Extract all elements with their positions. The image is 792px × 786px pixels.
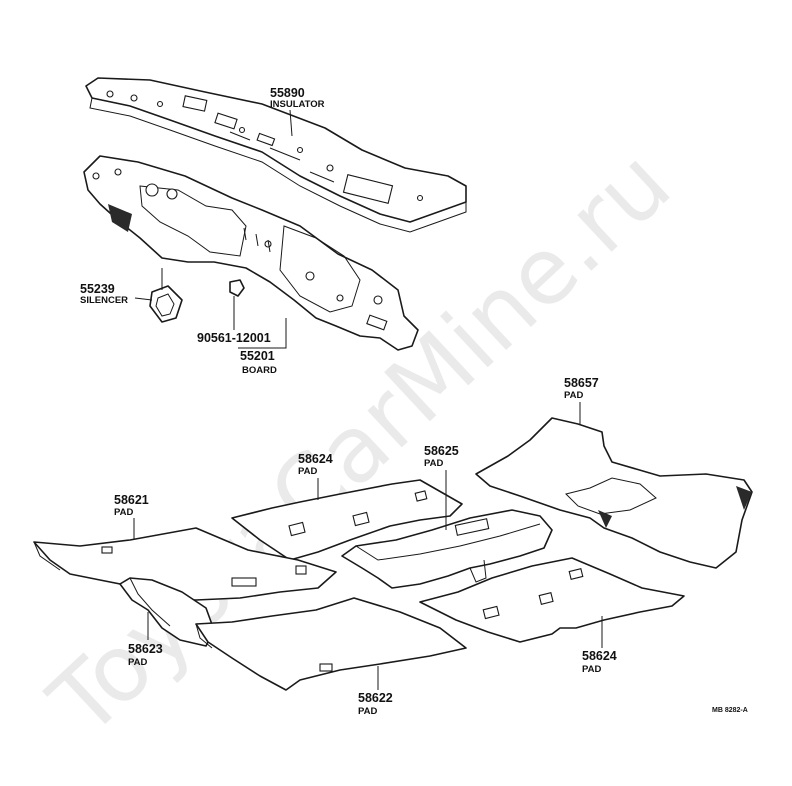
pad-58657[interactable] — [475, 417, 753, 569]
part-name: PAD — [358, 706, 377, 717]
pad-58624-top[interactable] — [231, 479, 463, 561]
label-58623: 58623 PAD — [128, 612, 163, 668]
board-panel[interactable] — [83, 155, 419, 351]
pad-58624-bottom[interactable] — [419, 557, 685, 643]
part-name: INSULATOR — [270, 99, 325, 110]
label-58624-top: 58624 PAD — [298, 452, 333, 500]
insulator-panel[interactable] — [85, 77, 467, 233]
pad-58621[interactable] — [33, 527, 337, 601]
part-name: BOARD — [242, 365, 277, 376]
part-number: 55201 — [240, 349, 275, 363]
part-name: PAD — [424, 458, 443, 469]
pad-58622[interactable] — [195, 597, 467, 691]
label-58625: 58625 PAD — [424, 444, 459, 530]
diagram-code: MB 8282-A — [712, 707, 748, 714]
label-55890: 55890 INSULATOR — [270, 86, 325, 137]
label-90561: 90561-12001 — [197, 296, 271, 345]
label-58657: 58657 PAD — [564, 376, 599, 424]
part-name: SILENCER — [80, 295, 128, 306]
silencer-part[interactable] — [149, 285, 183, 323]
part-number: 58621 — [114, 493, 149, 507]
label-55239: 55239 SILENCER — [80, 268, 163, 306]
part-number: 58624 — [298, 452, 333, 466]
part-number: 90561-12001 — [197, 331, 271, 345]
label-58624-bottom: 58624 PAD — [582, 616, 617, 675]
part-number: 58657 — [564, 376, 599, 390]
part-number: 55890 — [270, 86, 305, 100]
pad-58625[interactable] — [341, 509, 553, 589]
part-number: 58624 — [582, 649, 617, 663]
clip-part[interactable] — [229, 279, 245, 297]
part-name: PAD — [128, 657, 147, 668]
label-58621: 58621 PAD — [114, 493, 149, 540]
label-55201: 55201 BOARD — [238, 318, 287, 376]
part-number: 58625 — [424, 444, 459, 458]
part-name: PAD — [564, 390, 583, 401]
part-name: PAD — [114, 507, 133, 518]
part-number: 58623 — [128, 642, 163, 656]
part-number: 55239 — [80, 282, 115, 296]
label-58622: 58622 PAD — [358, 666, 393, 717]
part-name: PAD — [298, 466, 317, 477]
part-name: PAD — [582, 664, 601, 675]
part-number: 58622 — [358, 691, 393, 705]
